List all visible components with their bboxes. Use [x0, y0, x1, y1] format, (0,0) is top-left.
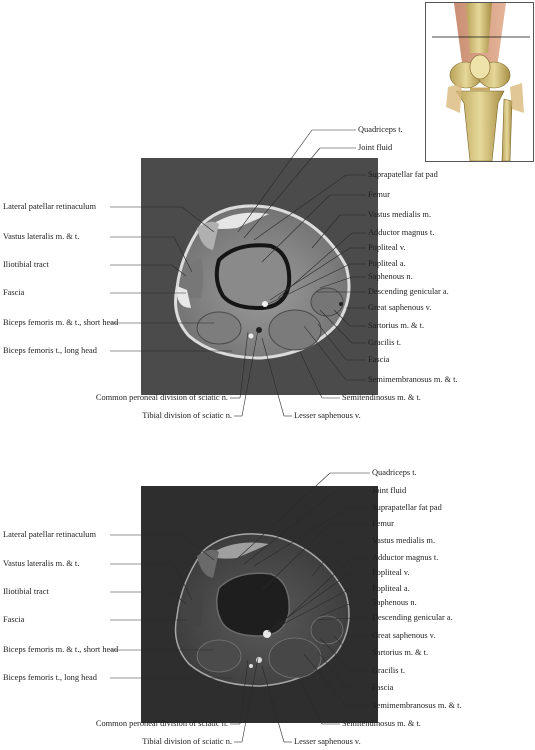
label-lateral-patellar-retinaculum-top: Lateral patellar retinaculum [3, 202, 97, 211]
label-adductor-magnus-top: Adductor magnus t. [368, 228, 435, 237]
label-quadriceps-t-bottom: Quadriceps t. [372, 468, 417, 477]
label-common-peroneal-top: Common peroneal division of sciatic n. [95, 393, 228, 402]
label-semitendinosus-bottom: Semitendinosus m. & t. [342, 719, 421, 728]
label-descending-genicular-bottom: Descending genicular a. [372, 613, 453, 622]
label-lesser-saphenous-top: Lesser saphenous v. [294, 411, 361, 420]
label-common-peroneal-bottom: Common peroneal division of sciatic n. [95, 719, 228, 728]
label-sartorius-bottom: Sartorius m. & t. [372, 648, 429, 657]
label-great-saphenous-top: Great saphenous v. [368, 303, 432, 312]
label-joint-fluid-top: Joint fluid [358, 143, 393, 152]
label-joint-fluid-bottom: Joint fluid [372, 486, 407, 495]
label-semitendinosus-top: Semitendinosus m. & t. [342, 393, 421, 402]
label-biceps-long-head-bottom: Biceps femoris t., long head [3, 673, 97, 682]
label-tibial-division-bottom: Tibial division of sciatic n. [142, 737, 232, 746]
mri-panel-bottom [141, 486, 378, 723]
label-biceps-short-head-bottom: Biceps femoris m. & t., short head [3, 645, 119, 654]
label-popliteal-v-bottom: Popliteal v. [372, 568, 410, 577]
knee-bone-illustration [426, 3, 533, 161]
label-vastus-medialis-top: Vastus medialis m. [368, 210, 432, 219]
label-fascia-left-top: Fascia [3, 288, 25, 297]
label-fascia-left-bottom: Fascia [3, 615, 25, 624]
label-fascia-right-bottom: Fascia [372, 683, 394, 692]
label-vastus-lateralis-bottom: Vastus lateralis m. & t. [3, 559, 80, 568]
label-lesser-saphenous-bottom: Lesser saphenous v. [294, 737, 361, 746]
label-lateral-patellar-retinaculum-bottom: Lateral patellar retinaculum [3, 530, 97, 539]
label-biceps-short-head-top: Biceps femoris m. & t., short head [3, 318, 119, 327]
label-popliteal-v-top: Popliteal v. [368, 243, 406, 252]
label-suprapatellar-fat-pad-bottom: Suprapatellar fat pad [372, 503, 442, 512]
label-fascia-right-top: Fascia [368, 355, 390, 364]
label-saphenous-n-top: Saphenous n. [368, 272, 413, 281]
label-saphenous-n-bottom: Saphenous n. [372, 598, 417, 607]
label-femur-bottom: Femur [372, 519, 394, 528]
label-gracilis-top: Gracilis t. [368, 338, 402, 347]
label-iliotibial-tract-bottom: Iliotibial tract [3, 587, 49, 596]
label-vastus-lateralis-top: Vastus lateralis m. & t. [3, 232, 80, 241]
knee-illustration-inset [425, 2, 534, 162]
label-descending-genicular-top: Descending genicular a. [368, 287, 449, 296]
mri-panel-top [141, 158, 378, 395]
mri-image-top [141, 158, 378, 395]
label-popliteal-a-bottom: Popliteal a. [372, 584, 410, 593]
label-gracilis-bottom: Gracilis t. [372, 666, 406, 675]
label-biceps-long-head-top: Biceps femoris t., long head [3, 346, 97, 355]
label-quadriceps-t-top: Quadriceps t. [358, 125, 403, 134]
label-great-saphenous-bottom: Great saphenous v. [372, 631, 436, 640]
mri-image-bottom [141, 486, 378, 723]
label-popliteal-a-top: Popliteal a. [368, 259, 406, 268]
label-semimembranosus-bottom: Semimembranosus m. & t. [372, 701, 462, 710]
label-semimembranosus-top: Semimembranosus m. & t. [368, 375, 458, 384]
label-tibial-division-top: Tibial division of sciatic n. [142, 411, 232, 420]
label-iliotibial-tract-top: Iliotibial tract [3, 260, 49, 269]
label-adductor-magnus-bottom: Adductor magnus t. [372, 553, 439, 562]
label-suprapatellar-fat-pad-top: Suprapatellar fat pad [368, 170, 438, 179]
label-vastus-medialis-bottom: Vastus medialis m. [372, 536, 436, 545]
label-femur-top: Femur [368, 190, 390, 199]
label-sartorius-top: Sartorius m. & t. [368, 321, 425, 330]
